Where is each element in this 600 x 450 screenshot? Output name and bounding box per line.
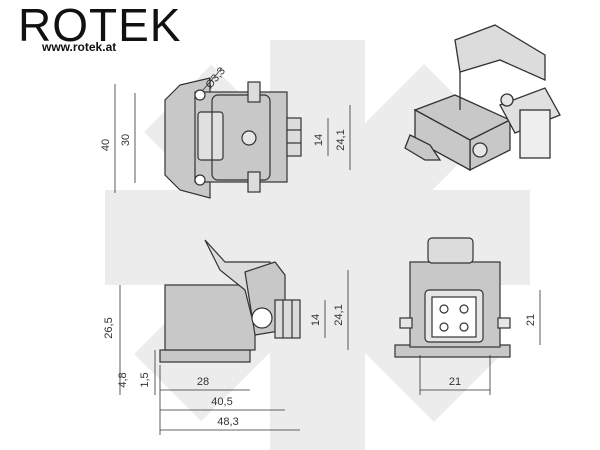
side-view [159,239,301,363]
dim-height-26-5: 26,5 [103,317,115,338]
dim-height-4-8: 4,8 [117,372,129,387]
dim-height-30: 30 [120,134,132,146]
side-view-dimensions: 26,5 4,8 1,5 14 24,1 28 40,5 48,3 [103,270,349,435]
dim-front-21-height: 21 [525,314,537,326]
dim-width-24-1-top: 24,1 [335,129,347,150]
top-view [164,77,302,199]
dim-length-28: 28 [197,376,209,388]
dim-length-48-3: 48,3 [217,416,238,428]
brand-logo: ROTEK [18,0,182,51]
dim-length-40-5: 40,5 [211,396,232,408]
front-view [394,237,511,358]
isometric-view [404,24,561,172]
dim-width-14-top: 14 [313,134,325,146]
front-view-dimensions: 21 21 [419,290,541,395]
dim-width-14-side: 14 [310,314,322,326]
dim-front-21-width: 21 [449,376,461,388]
dim-height-1-5: 1,5 [139,372,151,387]
website-url: www.rotek.at [42,40,117,54]
dim-height-40: 40 [100,139,112,151]
dim-width-24-1-side: 24,1 [333,304,345,325]
